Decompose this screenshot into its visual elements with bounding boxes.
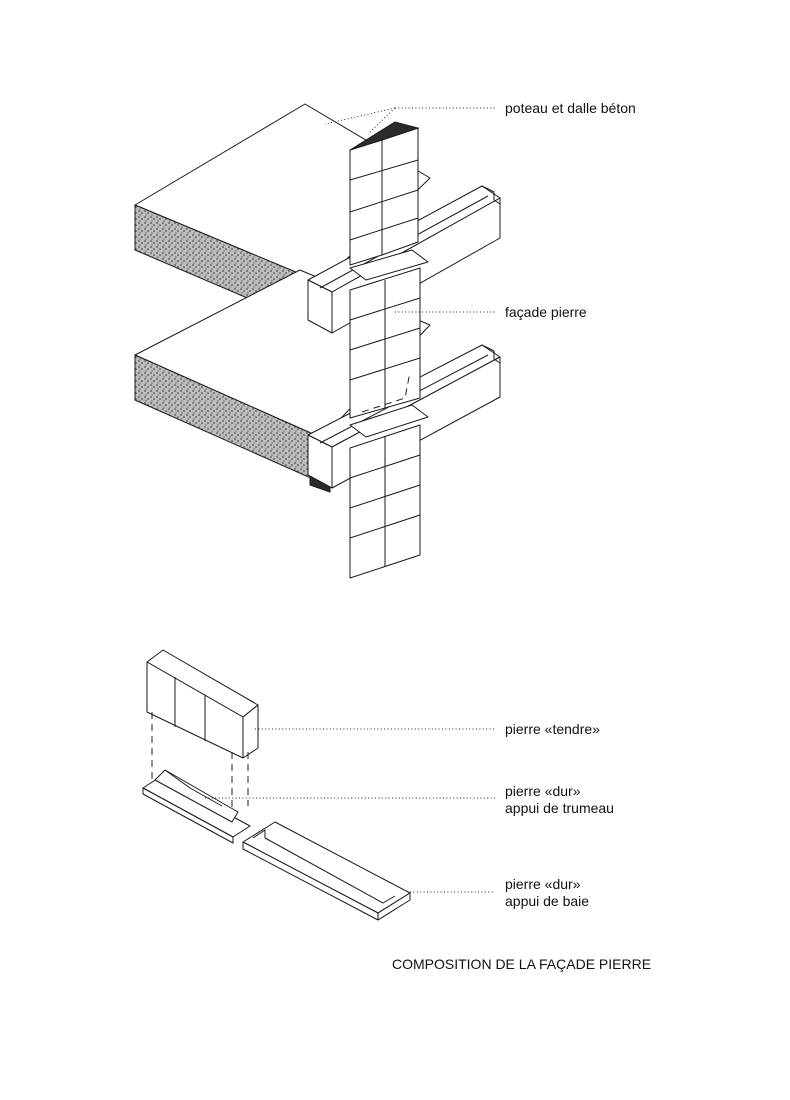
leader-lines xyxy=(205,107,495,893)
soft-stone-block xyxy=(146,649,259,759)
label-pierre-dur-trumeau: pierre «dur» xyxy=(505,783,581,799)
label-facade-pierre: façade pierre xyxy=(505,304,587,320)
stone-pier xyxy=(349,121,429,579)
drawing-title: COMPOSITION DE LA FAÇADE PIERRE xyxy=(392,956,652,972)
window-sill-stone xyxy=(242,821,411,921)
assembly-guide-lines xyxy=(151,712,249,818)
label-poteau-dalle: poteau et dalle béton xyxy=(505,100,636,116)
pier-sill-stone xyxy=(142,769,251,844)
label-pierre-dur-baie: pierre «dur» xyxy=(505,876,581,892)
label-pierre-tendre: pierre «tendre» xyxy=(505,721,600,737)
label-appui-trumeau: appui de trumeau xyxy=(505,800,614,816)
label-appui-baie: appui de baie xyxy=(505,893,590,909)
